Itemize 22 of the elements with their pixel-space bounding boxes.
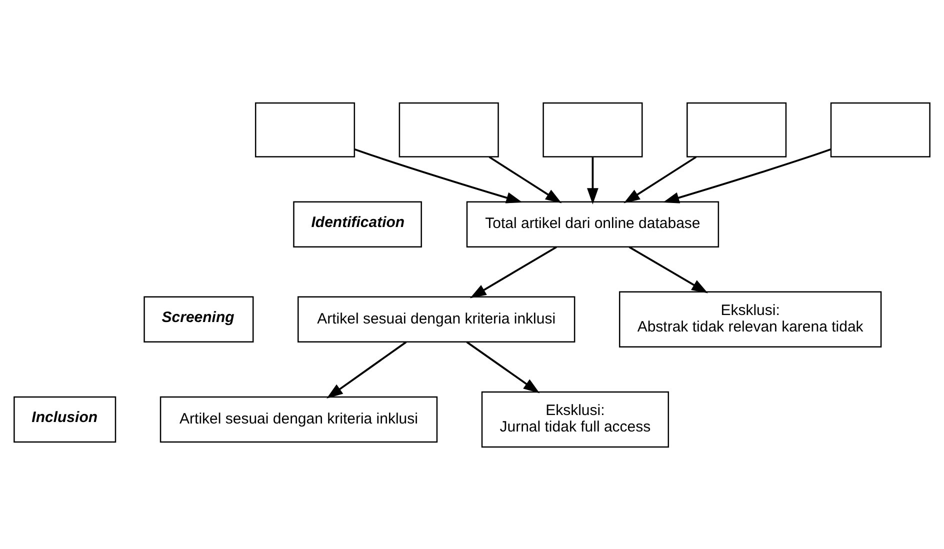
arrow [488,156,562,203]
node-box: Artikel sesuai dengan kriteria inklusi [160,396,438,442]
arrow [470,246,557,298]
arrow [326,340,407,398]
node-box [686,102,787,157]
node-box [542,102,643,157]
node-box [830,102,930,157]
node-box: Eksklusi: Abstrak tidak relevan karena tidak [618,290,882,348]
arrow [587,156,598,204]
node-box: Screening [144,296,254,342]
node-box: Artikel sesuai dengan kriteria inklusi [298,296,576,342]
arrow [354,148,523,203]
arrow [662,148,831,203]
node-box: Eksklusi: Jurnal tidak full access [481,390,670,448]
arrow [624,156,697,203]
node-box: Identification [293,200,422,247]
node-box: Inclusion [14,396,116,442]
arrow [628,246,708,293]
node-box [254,102,356,157]
node-box: Total artikel dari online database [466,200,720,247]
node-box [398,102,499,157]
arrow [466,340,540,393]
